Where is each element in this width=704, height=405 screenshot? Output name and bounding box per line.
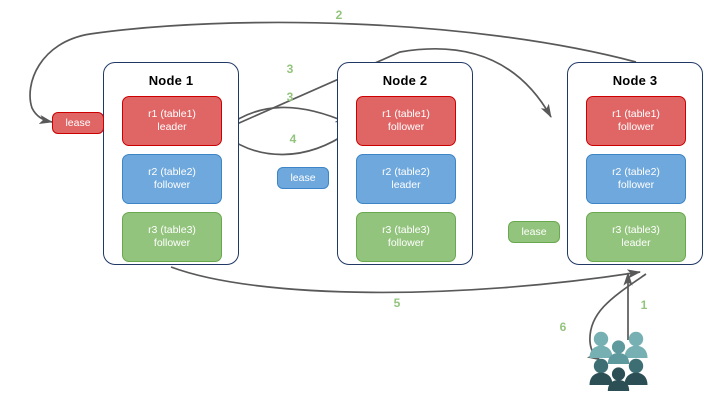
edge-3-lower <box>220 106 349 132</box>
lease-badge-blue-label: lease <box>290 172 316 184</box>
step-label-5: 5 <box>393 296 401 310</box>
step-label-6: 6 <box>559 320 567 334</box>
node-3-title: Node 3 <box>612 73 658 88</box>
node-1-title: Node 1 <box>148 73 194 88</box>
node-1-replica-r1[interactable]: r1 (table1) leader <box>122 96 222 146</box>
step-label-2: 2 <box>335 8 343 22</box>
step-label-4: 4 <box>289 132 297 146</box>
users-icon <box>589 331 648 391</box>
node-2-replica-r1[interactable]: r1 (table1) follower <box>356 96 456 146</box>
lease-badge-red[interactable]: lease <box>52 112 104 134</box>
node-1-replica-r3-name: r3 (table3) <box>148 224 196 236</box>
node-1-replica-r2[interactable]: r2 (table2) follower <box>122 154 222 204</box>
node-3-replica-r2-role: follower <box>617 179 655 191</box>
node-2-replica-r3-role: follower <box>387 237 425 249</box>
node-2-replica-r2-name: r2 (table2) <box>382 166 430 178</box>
step-label-3-upper: 3 <box>286 62 294 76</box>
node-2-replica-r3-name: r3 (table3) <box>382 224 430 236</box>
node-1-replica-r3[interactable]: r3 (table3) follower <box>122 212 222 262</box>
lease-badge-green[interactable]: lease <box>508 221 560 243</box>
node-1-replica-r1-role: leader <box>157 121 187 133</box>
node-1-replica-r1-name: r1 (table1) <box>148 108 196 120</box>
node-3[interactable]: Node 3 r1 (table1) follower r2 (table2) … <box>567 62 703 265</box>
lease-badge-green-label: lease <box>521 226 547 238</box>
node-2-replica-r1-role: follower <box>387 121 425 133</box>
node-2-replica-r2-role: leader <box>391 179 421 191</box>
node-2-replica-r3[interactable]: r3 (table3) follower <box>356 212 456 262</box>
step-label-3-lower: 3 <box>286 90 294 104</box>
node-3-replica-r2-name: r2 (table2) <box>612 166 660 178</box>
node-2-replica-r2[interactable]: r2 (table2) leader <box>356 154 456 204</box>
node-1-replica-r3-role: follower <box>153 237 191 249</box>
node-1[interactable]: Node 1 r1 (table1) leader r2 (table2) fo… <box>103 62 239 265</box>
node-3-replica-r3-name: r3 (table3) <box>612 224 660 236</box>
step-label-1: 1 <box>640 298 648 312</box>
node-3-replica-r2[interactable]: r2 (table2) follower <box>586 154 686 204</box>
node-3-replica-r1-name: r1 (table1) <box>612 108 660 120</box>
node-3-replica-r3[interactable]: r3 (table3) leader <box>586 212 686 262</box>
node-3-replica-r3-role: leader <box>621 237 651 249</box>
node-1-replica-r2-role: follower <box>153 179 191 191</box>
node-2[interactable]: Node 2 r1 (table1) follower r2 (table2) … <box>337 62 473 265</box>
node-3-replica-r1[interactable]: r1 (table1) follower <box>586 96 686 146</box>
node-3-replica-r1-role: follower <box>617 121 655 133</box>
lease-badge-red-label: lease <box>65 117 91 129</box>
node-1-replica-r2-name: r2 (table2) <box>148 166 196 178</box>
node-2-replica-r1-name: r1 (table1) <box>382 108 430 120</box>
edge-5 <box>170 266 642 294</box>
lease-badge-blue[interactable]: lease <box>277 167 329 189</box>
node-2-title: Node 2 <box>382 73 428 88</box>
